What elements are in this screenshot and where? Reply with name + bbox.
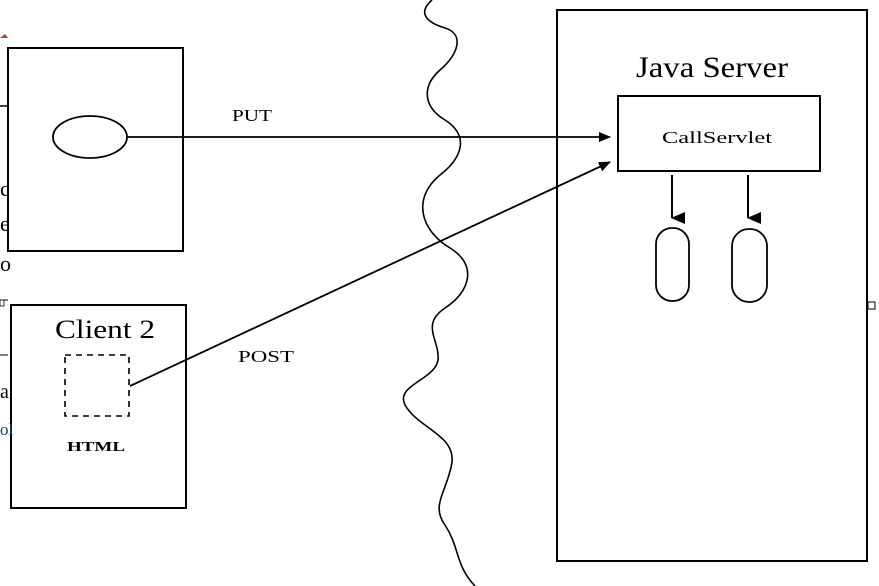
client1-applet-ellipse bbox=[52, 115, 128, 159]
java-server-title: Java Server bbox=[636, 51, 788, 84]
servlet-instance-right bbox=[731, 228, 768, 303]
left-edge-handle bbox=[0, 299, 5, 307]
edge-fragment-4: a bbox=[0, 381, 9, 403]
client1-box bbox=[7, 47, 184, 252]
put-label: PUT bbox=[232, 106, 273, 125]
edge-fragment-3: o bbox=[0, 251, 11, 276]
post-label: POST bbox=[238, 347, 295, 366]
edge-fragment-2: e bbox=[0, 211, 10, 236]
client2-title: Client 2 bbox=[55, 315, 155, 344]
edge-fragment-5: ol bbox=[0, 420, 14, 439]
edge-fragment-1: c bbox=[0, 176, 10, 201]
call-servlet-label: CallServlet bbox=[662, 128, 772, 147]
right-edge-handle bbox=[867, 301, 876, 310]
call-servlet-box bbox=[617, 95, 821, 172]
network-divider-wave bbox=[402, 0, 476, 586]
client2-html-label: HTML bbox=[67, 440, 125, 455]
corner-mark bbox=[0, 34, 8, 38]
client2-html-form bbox=[64, 354, 130, 417]
client2-box bbox=[10, 304, 187, 509]
post-request-arrow bbox=[129, 161, 611, 387]
servlet-instance-left bbox=[655, 227, 690, 302]
java-server-box bbox=[556, 9, 868, 562]
